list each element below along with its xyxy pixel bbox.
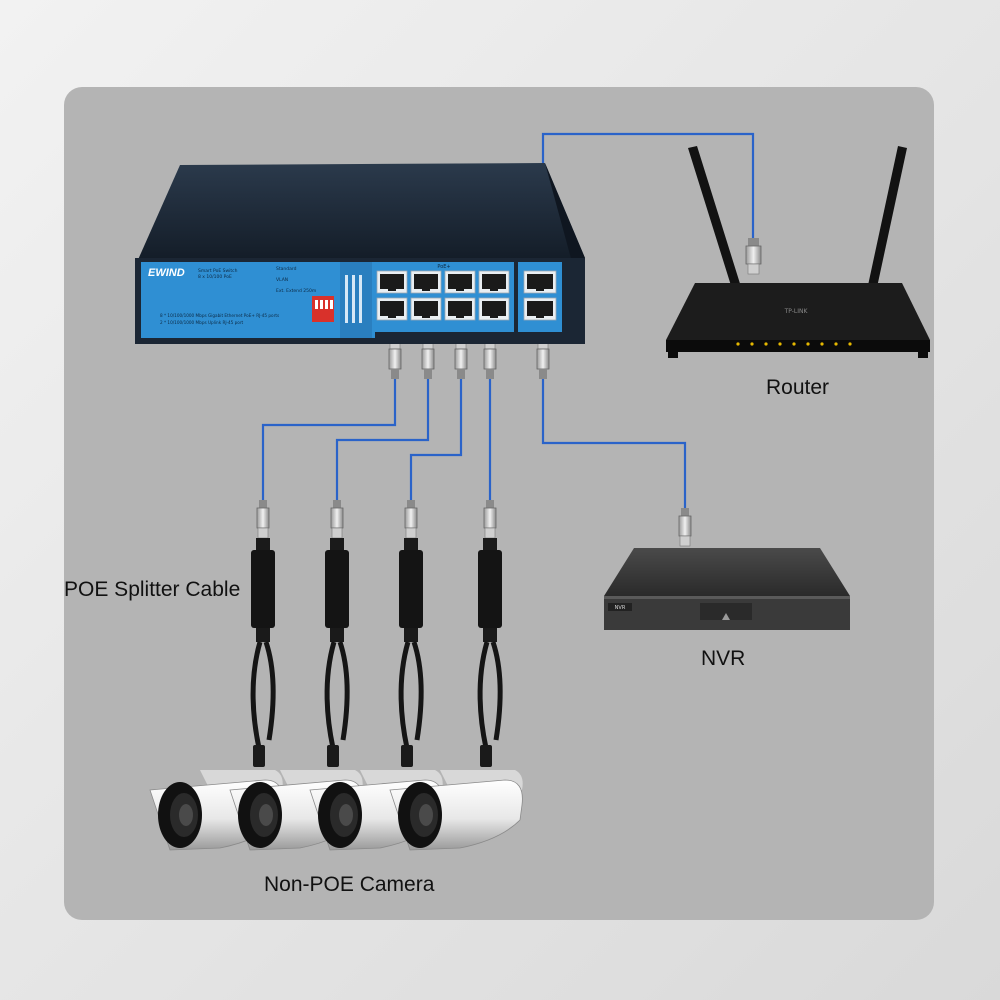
uplink-ports [523,270,557,321]
rj45-plugs-splitter-top [256,500,497,539]
splitter-label: POE Splitter Cable [64,578,241,601]
poe-splitter [477,538,503,767]
rj45-port [410,270,442,294]
rj45-plug [483,500,497,539]
rj45-port [376,270,408,294]
switch-mode-line3: Ext. Extend 250m [276,288,316,294]
switch-brand: EWIND [148,267,185,279]
rj45-port [444,297,476,321]
rj45-plug [483,340,497,379]
cameras [149,770,523,851]
dip-switch [312,296,334,322]
cable-camera-1 [261,378,397,500]
switch-panel-left [141,262,375,338]
camera-label: Non-POE Camera [264,873,435,896]
poe-switch: EWIND Smart PoE Switch 8 x 10/100 PoE St… [135,163,585,344]
rj45-plug [404,500,418,539]
rj45-plug [454,340,468,379]
router-antenna-left [688,146,742,292]
switch-model-line1: Smart PoE Switch [198,268,238,274]
dip-legend [345,275,362,323]
switch-poe-header: PoE+ [437,264,450,270]
router-led [820,342,824,346]
switch-dip-area [340,262,372,338]
poe-ports [376,270,510,321]
router-led [834,342,838,346]
rj45-port [410,297,442,321]
router-led [848,342,852,346]
poe-splitter [250,538,276,767]
rj45-port [478,270,510,294]
rj45-plug [536,340,550,379]
switch-model-line2: 8 x 10/100 PoE [198,274,232,280]
camera [389,770,523,851]
rj45-port [478,297,510,321]
rj45-plug-nvr [678,508,692,547]
router-led [736,342,740,346]
cable-camera-3 [409,378,463,500]
poe-splitters [250,538,503,767]
cable-switch-nvr [541,378,687,508]
router-led [764,342,768,346]
nvr-label: NVR [701,647,746,670]
router-leds [736,342,852,346]
nvr-top-face [604,548,850,596]
switch-spec-line2: 2 * 10/100/1000 Mbps Uplink RJ-45 port [160,320,244,325]
router-led [750,342,754,346]
switch-top-face [137,163,585,262]
router: TP-LINK [666,146,930,358]
nvr-badge: NVR [615,605,626,611]
switch-mode-line2: VLAN [276,277,288,283]
switch-mode-line1: Standard [276,266,297,272]
switch-spec-line1: 8 * 10/100/1000 Mbps Gigabit Ethernet Po… [160,313,279,318]
rj45-port [523,270,557,294]
router-led [792,342,796,346]
poe-splitter [324,538,350,767]
cable-camera-2 [335,378,430,500]
router-led [778,342,782,346]
rj45-port [444,270,476,294]
router-led [806,342,810,346]
rj45-port [523,297,557,321]
poe-splitter [398,538,424,767]
router-top-face [666,283,930,340]
rj45-plug [256,500,270,539]
router-front-face [666,340,930,352]
router-brand: TP-LINK [784,308,809,315]
router-label: Router [766,376,830,399]
rj45-plugs-switch-bottom [388,340,550,379]
rj45-port [376,297,408,321]
router-antenna-right [867,146,907,292]
cables [261,132,755,508]
rj45-plug [388,340,402,379]
rj45-plug-router [745,238,762,275]
nvr: NVR [604,548,850,630]
switch-side-face [545,163,585,320]
